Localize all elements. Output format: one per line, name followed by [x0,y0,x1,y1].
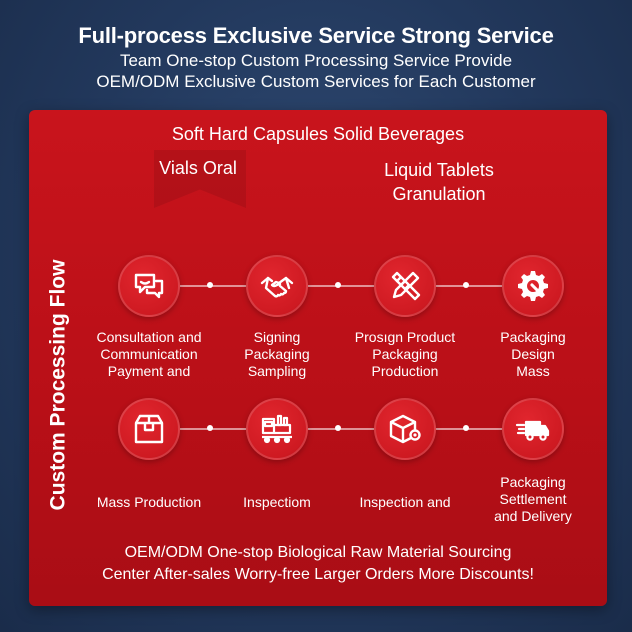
side-label-text: Custom Processing Flow [46,259,69,511]
step-consultation: Consultation and Communication Payment a… [84,255,214,380]
connector-line-row-1 [144,285,544,287]
step-signing: Signing Packaging Sampling [212,255,342,380]
step-label: Consultation and Communication Payment a… [96,329,202,379]
step-label: Inspectiom [243,494,311,510]
delivery-truck-icon [502,398,564,460]
subtitle-line-2: OEM/ODM Exclusive Custom Services for Ea… [96,72,536,91]
step-label: Inspection and [359,494,451,510]
step-label: Packaging Settlement and Delivery [494,474,572,524]
products-left: Vials Oral [159,158,237,178]
handshake-icon [246,255,308,317]
step-label: Prosıgn Product Packaging Production [354,329,456,379]
footer-line-1: OEM/ODM One-stop Biological Raw Material… [124,544,512,561]
connector-dot [463,282,469,288]
step-delivery: Packaging Settlement and Delivery [468,398,598,525]
connector-line-row-2 [144,428,544,430]
connector-dot [463,425,469,431]
subtitle-line-1: Team One-stop Custom Processing Service … [119,51,513,70]
gear-wrench-icon [502,255,564,317]
design-tools-icon [374,255,436,317]
connector-dot [207,282,213,288]
step-label: Signing Packaging Sampling [244,329,310,379]
step-label: Mass Production [96,494,202,510]
products-right-line-1: Liquid Tablets [384,160,494,180]
step-inspection: Inspectiom [212,398,342,511]
step-packaging-design: Packaging Design Mass [468,255,598,380]
box-icon [118,398,180,460]
service-panel: Soft Hard Capsules Solid Beverages Vials… [29,110,607,606]
step-design: Prosıgn Product Packaging Production [340,255,470,380]
header: Full-process Exclusive Service Strong Se… [0,22,632,92]
step-mass-production: Mass Production [84,398,214,511]
connector-dot [335,282,341,288]
side-label: Custom Processing Flow [33,250,83,520]
box-gear-icon [374,398,436,460]
chat-icon [118,255,180,317]
products-top: Soft Hard Capsules Solid Beverages [171,124,465,144]
footer: OEM/ODM One-stop Biological Raw Material… [29,542,607,586]
products-right: Liquid Tablets Granulation [364,158,514,206]
page-title: Full-process Exclusive Service Strong Se… [78,23,554,48]
step-label: Packaging Design Mass [500,329,566,379]
step-inspection-and: Inspection and [340,398,470,511]
connector-dot [207,425,213,431]
products-right-line-2: Granulation [392,184,486,204]
factory-machine-icon [246,398,308,460]
footer-line-2: Center After-sales Worry-free Larger Ord… [102,566,534,583]
connector-dot [335,425,341,431]
